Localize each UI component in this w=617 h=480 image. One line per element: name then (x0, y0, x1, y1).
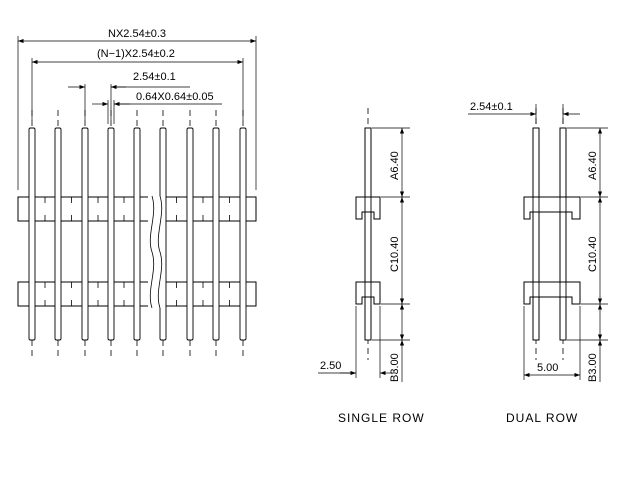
front-pin (81, 127, 89, 341)
dual-dim-c: C10.40 (587, 237, 599, 272)
single-dim-a: A6.40 (389, 151, 401, 180)
total-length-label: NX2.54±0.3 (108, 28, 166, 40)
pitch-front-label: 2.54±0.1 (133, 71, 176, 83)
dual-dim-a: A6.40 (587, 151, 599, 180)
single-dim-b: B3.00 (389, 353, 401, 382)
front-view (17, 110, 257, 360)
front-pin (212, 127, 220, 341)
front-dimensions: NX2.54±0.3 (N−1)X2.54±0.2 2.54±0.1 0.64X… (17, 28, 257, 190)
front-pin (133, 127, 141, 341)
single-row-caption: SINGLE ROW (338, 411, 425, 425)
dual-width-label: 5.00 (537, 362, 558, 374)
front-pin (28, 127, 36, 341)
dual-row-dimensions: A6.40 C10.40 B3.00 2.54±0.1 5.00 (468, 101, 608, 382)
front-pin (239, 127, 247, 341)
break-symbol (148, 195, 164, 309)
dual-pitch-label: 2.54±0.1 (470, 101, 513, 113)
single-width-label: 2.50 (320, 360, 341, 372)
single-row-view (355, 108, 381, 360)
single-row-dimensions: A6.40 C10.40 B3.00 2.50 (318, 127, 410, 382)
dual-dim-b: B3.00 (587, 353, 599, 382)
single-dim-c: C10.40 (389, 237, 401, 272)
dual-row-caption: DUAL ROW (506, 411, 578, 425)
front-pin (186, 127, 194, 341)
inner-length-label: (N−1)X2.54±0.2 (97, 48, 175, 60)
front-pin (107, 127, 115, 341)
front-pin (54, 127, 62, 341)
dual-row-view (523, 108, 581, 360)
pin-section-label: 0.64X0.64±0.05 (136, 91, 214, 103)
